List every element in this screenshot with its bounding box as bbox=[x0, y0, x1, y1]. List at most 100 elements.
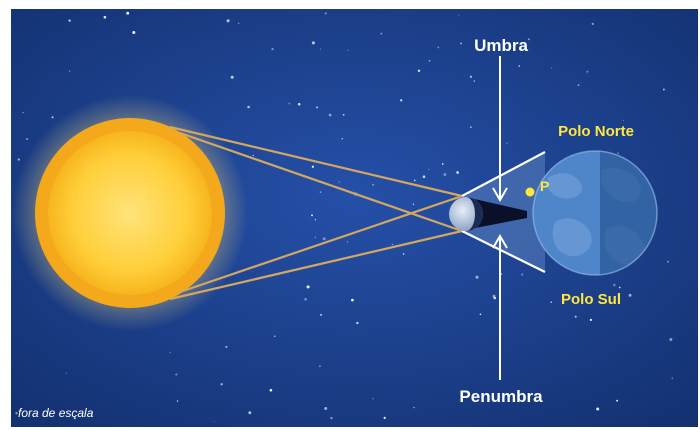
star bbox=[225, 345, 228, 348]
star bbox=[68, 70, 71, 72]
star bbox=[315, 106, 319, 109]
star bbox=[669, 337, 673, 342]
star bbox=[492, 294, 496, 298]
star bbox=[65, 372, 68, 374]
star bbox=[351, 298, 354, 302]
star bbox=[324, 12, 327, 15]
star bbox=[412, 203, 415, 205]
star bbox=[402, 253, 405, 255]
star bbox=[25, 137, 29, 141]
star bbox=[103, 15, 107, 19]
star bbox=[252, 154, 254, 157]
star bbox=[428, 168, 430, 171]
umbra-pointer bbox=[492, 56, 508, 202]
star bbox=[473, 80, 476, 82]
star bbox=[500, 273, 503, 275]
star bbox=[319, 48, 321, 50]
star bbox=[311, 165, 314, 168]
star bbox=[506, 142, 508, 144]
south-pole-label: Polo Sul bbox=[561, 291, 621, 308]
star bbox=[230, 75, 234, 79]
star bbox=[274, 335, 276, 337]
star bbox=[577, 84, 580, 86]
penumbra-pointer bbox=[492, 234, 508, 380]
umbra-label: Umbra bbox=[474, 36, 528, 55]
star bbox=[400, 99, 403, 102]
star bbox=[271, 48, 274, 51]
star bbox=[238, 22, 240, 24]
star bbox=[518, 65, 521, 67]
star bbox=[248, 411, 252, 415]
penumbra-label: Penumbra bbox=[459, 387, 543, 406]
star bbox=[318, 365, 321, 368]
star bbox=[413, 179, 416, 182]
star bbox=[17, 158, 20, 161]
star bbox=[346, 241, 349, 243]
star bbox=[456, 171, 459, 174]
star bbox=[288, 102, 291, 105]
star bbox=[662, 88, 665, 91]
star bbox=[671, 377, 674, 380]
star bbox=[667, 260, 669, 263]
star bbox=[213, 420, 215, 422]
star bbox=[550, 301, 553, 304]
star bbox=[470, 126, 472, 128]
star bbox=[422, 175, 426, 179]
star bbox=[314, 219, 316, 221]
point-p-marker bbox=[525, 187, 535, 197]
star bbox=[628, 293, 632, 297]
star bbox=[475, 275, 479, 279]
star bbox=[383, 416, 386, 420]
star bbox=[311, 41, 315, 45]
star bbox=[247, 105, 250, 109]
star bbox=[521, 273, 524, 276]
star bbox=[304, 297, 307, 301]
star bbox=[297, 102, 301, 106]
star bbox=[618, 286, 621, 289]
star bbox=[51, 116, 54, 119]
star bbox=[443, 173, 447, 176]
star bbox=[460, 42, 463, 45]
star bbox=[428, 60, 431, 62]
star bbox=[319, 191, 322, 193]
star bbox=[391, 243, 394, 246]
star bbox=[311, 214, 313, 217]
north-pole-label: Polo Norte bbox=[558, 123, 634, 140]
star bbox=[322, 237, 326, 241]
ray-lower-cross bbox=[179, 194, 463, 294]
star bbox=[324, 407, 328, 410]
star bbox=[169, 351, 171, 354]
penumbra-edges bbox=[461, 151, 546, 273]
star bbox=[574, 315, 577, 318]
star bbox=[328, 113, 332, 117]
star bbox=[617, 152, 619, 154]
star bbox=[269, 388, 273, 392]
star bbox=[437, 46, 440, 49]
point-p-label: P bbox=[540, 178, 549, 194]
star bbox=[176, 400, 179, 402]
star bbox=[338, 181, 340, 183]
star bbox=[132, 30, 136, 35]
umbra-cone bbox=[470, 198, 527, 229]
penumbra-edge-upper bbox=[461, 151, 546, 197]
star bbox=[479, 313, 482, 316]
star bbox=[616, 399, 619, 402]
star bbox=[372, 184, 374, 186]
star bbox=[622, 119, 625, 121]
star bbox=[356, 321, 359, 325]
moon-dark-side bbox=[466, 197, 483, 231]
ray-upper-outer bbox=[169, 125, 463, 198]
star bbox=[342, 113, 345, 116]
star bbox=[586, 70, 589, 73]
star bbox=[226, 19, 230, 23]
star bbox=[341, 137, 344, 140]
star bbox=[527, 38, 530, 41]
star bbox=[126, 11, 130, 15]
star bbox=[441, 163, 444, 165]
star bbox=[469, 75, 473, 78]
penumbra-edge-lower bbox=[461, 230, 546, 273]
scale-note: fora de escala bbox=[18, 406, 94, 420]
star bbox=[220, 383, 223, 386]
